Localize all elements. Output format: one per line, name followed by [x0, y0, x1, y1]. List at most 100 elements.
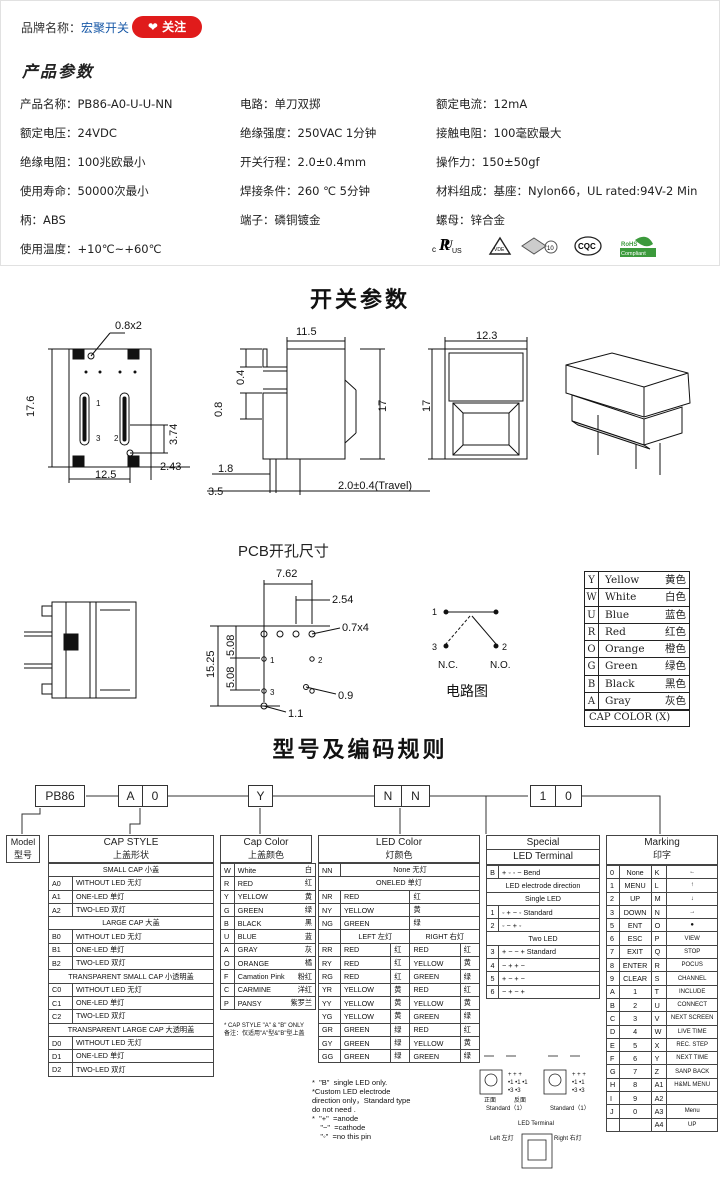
table-cell: 红: [287, 876, 317, 891]
table-cell: 1: [606, 878, 620, 893]
shop-header: 品牌名称：宏聚开关 ❤ 关注: [0, 0, 720, 54]
table-cell: 绿: [390, 1022, 411, 1037]
svg-text:1.8: 1.8: [218, 463, 233, 475]
svg-text:5.08: 5.08: [225, 667, 237, 688]
svg-text:•1 •1: •1 •1: [572, 1080, 585, 1086]
table-cell: A4: [650, 1117, 668, 1132]
svg-text:1.1: 1.1: [288, 708, 303, 720]
brand-link[interactable]: 宏聚开关: [81, 21, 130, 35]
table-cell: A2: [650, 1091, 668, 1106]
table-cell: D0: [48, 1035, 73, 1051]
table-cell: DOWN: [618, 904, 652, 920]
led-terminal-drawing: + + +•1 •1 •1•3 •3 + + +•1 •1•3 •3 正面反面 …: [479, 1055, 590, 1169]
table-row: LED electrode direction: [486, 878, 600, 893]
cap-legend-cn: 黄色: [665, 574, 686, 586]
table-cell: Menu: [666, 1104, 718, 1119]
cap-legend-cn: 绿色: [665, 660, 686, 673]
svg-text:反面: 反面: [514, 1096, 526, 1104]
param-item: 使用温度：+10℃~+60℃: [20, 242, 162, 256]
cap-legend-code: B: [585, 675, 599, 693]
table-cell: GREEN: [233, 902, 288, 918]
table-cell: 黄: [390, 982, 411, 997]
param-item: 额定电流：12mA: [436, 97, 528, 111]
table-cell: 橘: [287, 956, 317, 971]
table-cell: 6: [486, 984, 499, 999]
table-cell: Q: [650, 944, 668, 960]
table-cell: WITHOUT LED 无灯: [72, 982, 214, 997]
code-connectors: [21, 795, 661, 834]
table-cell: J: [606, 1104, 620, 1119]
cap-legend-cn: 红色: [665, 625, 686, 638]
table-cell: WITHOUT LED 无灯: [72, 929, 214, 944]
svg-text:3: 3: [270, 688, 275, 697]
table-cell: RG: [318, 969, 341, 984]
svg-text:15.25: 15.25: [205, 650, 217, 678]
table-cell: GREEN: [339, 1049, 392, 1064]
table-row: 6− + − +: [486, 984, 600, 999]
table-cell: 黄: [287, 889, 317, 904]
table-cell: 0: [618, 1104, 652, 1119]
svg-text:3.74: 3.74: [168, 424, 180, 445]
table-cell: P: [650, 931, 668, 946]
group-header: SMALL CAP 小盖: [48, 862, 214, 878]
svg-text:LED Terminal: LED Terminal: [518, 1121, 554, 1127]
table-cell: RED: [409, 942, 461, 958]
switch-dimension-labels: 0.8x2 17.6 3.74 12.5 2.43 11.5 0.4 0.8 1…: [25, 320, 497, 498]
group-header: RIGHT 右灯: [409, 929, 480, 944]
table-row: B+ ◦ ◦ − Bend: [486, 864, 600, 880]
table-cell: G: [220, 902, 235, 918]
table-row: 5+ − + −: [486, 971, 600, 986]
svg-text:R: R: [438, 235, 450, 254]
cqc-logo: CQC: [574, 236, 602, 256]
table-cell: F: [220, 969, 235, 984]
table-row: TRANSPARENT LARGE CAP 大透明盖: [48, 1022, 214, 1037]
table-cell: CHANNEL: [666, 971, 718, 986]
svg-text:17.6: 17.6: [25, 396, 37, 417]
svg-text:N.O.: N.O.: [490, 660, 511, 671]
table-cell: ENT: [618, 918, 652, 933]
table-cell: S: [650, 971, 668, 986]
table-cell: E: [606, 1037, 620, 1053]
svg-text:10: 10: [547, 246, 554, 252]
svg-text:3: 3: [96, 434, 101, 443]
svg-text:Standard（1）: Standard（1）: [486, 1105, 526, 1112]
table-cell: ENTER: [618, 958, 652, 973]
table-cell: A2: [48, 902, 73, 918]
table-cell: V: [650, 1011, 668, 1026]
table-row: SMALL CAP 小盖: [48, 862, 214, 878]
cap-legend-cn: 橙色: [665, 643, 686, 656]
svg-text:2: 2: [318, 656, 323, 665]
table-cell: 红: [390, 969, 411, 984]
table-cell: 黄: [409, 902, 480, 918]
switch-drawings: 0.8x2 17.6 3.74 12.5 2.43 11.5 0.4 0.8 1…: [25, 320, 691, 498]
svg-text:Compliant: Compliant: [621, 251, 646, 257]
table-cell: C1: [48, 995, 73, 1011]
table-cell: STOP: [666, 944, 718, 960]
table-cell: TWO-LED 双灯: [72, 956, 214, 971]
follow-button[interactable]: ❤ 关注: [132, 16, 202, 38]
table-cell: X: [650, 1037, 668, 1053]
param-item: 柄：ABS: [20, 213, 66, 227]
table-cell: O: [220, 956, 235, 971]
bottom-view-drawing: [48, 332, 190, 483]
cap-color-footer: CAP COLOR (X): [585, 710, 689, 726]
table-cell: 黄: [459, 995, 481, 1011]
svg-text:2.54: 2.54: [332, 594, 353, 606]
svg-text:11.5: 11.5: [296, 326, 317, 338]
param-item: 接触电阻：100毫欧最大: [436, 126, 562, 140]
table-cell: A0: [48, 876, 73, 891]
table-cell: 3: [486, 944, 499, 960]
